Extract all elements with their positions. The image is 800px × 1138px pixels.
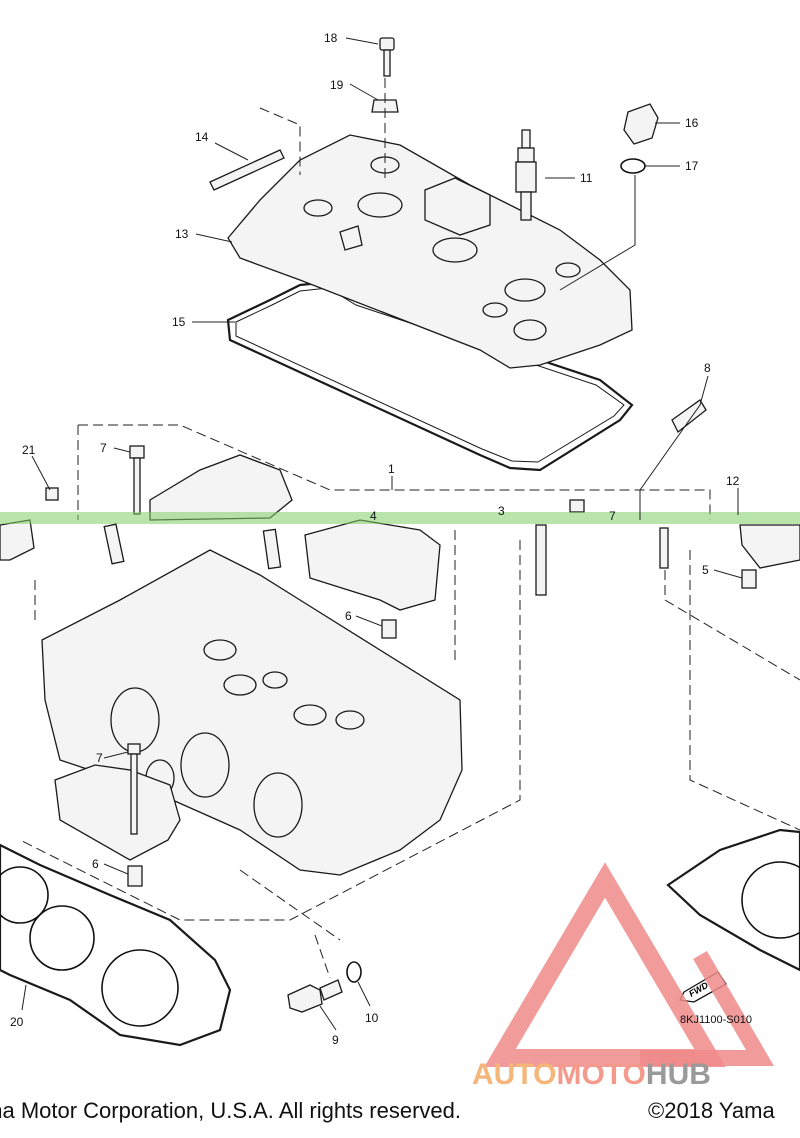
copyright-year: ©2018 Yama (648, 1098, 775, 1123)
part-number-7-upper: 7 (100, 441, 107, 455)
automotohub-logo (484, 862, 774, 1067)
part-number-13: 13 (175, 227, 189, 241)
sensor-o-ring (346, 961, 362, 983)
oil-filler-cap (623, 103, 659, 145)
cylinder-head-group (19, 523, 800, 941)
cam-cap-group (0, 399, 800, 639)
valve-cover-gasket (226, 280, 634, 472)
part-number-12: 12 (726, 474, 740, 488)
valve-cover-group (209, 37, 659, 472)
part-number-7-lower: 7 (96, 751, 103, 765)
part-number-1: 1 (388, 462, 395, 476)
watermark-moto: MOTO (556, 1058, 646, 1091)
watermark-hub: HUB (645, 1058, 711, 1091)
cover-bolt-18 (379, 37, 395, 51)
grommet-19 (371, 99, 399, 113)
breather-plate (209, 149, 285, 191)
part-number-6-lower: 6 (92, 857, 99, 871)
temperature-sensor-group (287, 934, 362, 1013)
part-number-19: 19 (330, 78, 344, 92)
part-number-14: 14 (195, 130, 209, 144)
watermark-auto: AUTO (472, 1058, 557, 1091)
part-number-10: 10 (365, 1011, 379, 1025)
part-number-5: 5 (702, 563, 709, 577)
temperature-sensor (287, 984, 323, 1013)
callouts: 18 19 14 13 15 11 16 17 8 1 12 7 21 4 3 … (10, 31, 743, 1047)
oil-cap-o-ring (620, 158, 646, 174)
bolt-21 (45, 487, 59, 501)
spark-plug (515, 129, 537, 221)
valve-cover (227, 134, 633, 369)
dowel-6-upper (381, 619, 397, 639)
part-number-6-upper: 6 (345, 609, 352, 623)
part-number-3: 3 (498, 504, 505, 518)
head-gasket-group (0, 828, 800, 1047)
part-number-15: 15 (172, 315, 186, 329)
part-number-7-right: 7 (609, 509, 616, 523)
bolt-7-upper (129, 445, 145, 459)
bolt-7-lower (127, 743, 141, 755)
dowel-5 (741, 569, 757, 589)
part-number-20: 20 (10, 1015, 24, 1029)
dowel-6-lower (127, 865, 143, 887)
part-number-21: 21 (22, 443, 36, 457)
cylinder-head-gasket (0, 843, 232, 1047)
part-number-18: 18 (324, 31, 338, 45)
part-number-17: 17 (685, 159, 699, 173)
part-number-4: 4 (370, 509, 377, 523)
part-number-16: 16 (685, 116, 699, 130)
part-number-8: 8 (704, 361, 711, 375)
part-number-9: 9 (332, 1033, 339, 1047)
copyright-notice: aha Motor Corporation, U.S.A. All rights… (0, 1098, 461, 1123)
scan-artifact-band (0, 512, 800, 524)
watermark-text: AUTOMOTOHUB (472, 1058, 711, 1092)
diagram-code: 8KJ1100-S010 (680, 1014, 752, 1026)
part-number-11: 11 (580, 171, 593, 185)
